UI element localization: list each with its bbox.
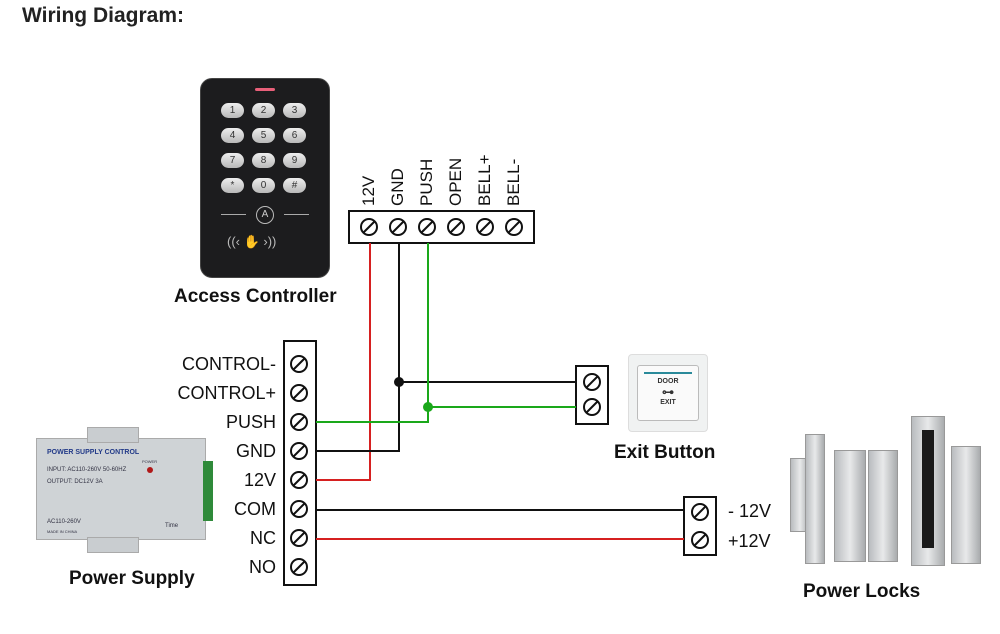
screw-slot: [292, 560, 306, 574]
ps-terminal-block: [283, 340, 317, 586]
lock-terminal-label-neg: - 12V: [728, 501, 772, 521]
power-supply-label: Power Supply: [69, 568, 195, 589]
keypad-key: 0: [252, 178, 275, 193]
power-supply-image: POWER SUPPLY CONTROL INPUT: AC110-260V 5…: [36, 427, 213, 553]
keypad-key: 7: [221, 153, 244, 168]
wire-push-green: [316, 243, 429, 423]
ps-terminal-label: 12V: [243, 470, 276, 490]
screw-slot: [693, 505, 707, 519]
junction-push: [423, 402, 433, 412]
keypad-key: 4: [221, 128, 244, 143]
screw-slot: [449, 220, 463, 234]
screw-slot: [478, 220, 492, 234]
ps-terminal-label: CONTROL-: [182, 354, 276, 374]
ps-terminal-label: PUSH: [225, 412, 276, 432]
junction-gnd: [394, 377, 404, 387]
power-led: [147, 467, 153, 473]
rfid-icon: ((‹ ✋ ›)): [227, 234, 277, 249]
ps-terminal-label: NO: [249, 557, 276, 577]
keypad-key: *: [221, 178, 244, 193]
access-controller-label: Access Controller: [174, 286, 337, 307]
screw-slot: [693, 533, 707, 547]
exit-button-label: Exit Button: [614, 442, 716, 463]
ps-terminal-label: COM: [234, 499, 276, 519]
keypad-key: #: [283, 178, 306, 193]
screw-slot: [362, 220, 376, 234]
wire-gnd-black: [316, 243, 400, 452]
terminal-block-green: [203, 461, 213, 521]
lock-terminal-label-pos: +12V: [728, 531, 771, 551]
keypad-key: 2: [252, 103, 275, 118]
exit-button-image: DOOR ⊶ EXIT: [628, 354, 708, 432]
screw-slot: [585, 375, 599, 389]
keypad-key: 8: [252, 153, 275, 168]
key-icon: ⊶: [662, 385, 674, 399]
status-led: [255, 88, 275, 91]
ps-terminal-label: NC: [250, 528, 276, 548]
screw-slot: [292, 502, 306, 516]
wire-12v-red: [316, 243, 371, 481]
screw-slot: [292, 444, 306, 458]
ps-terminal-label: CONTROL+: [177, 383, 276, 403]
ac-terminal-block: [348, 210, 535, 244]
bell-icon: A: [256, 206, 274, 224]
keypad-key: 5: [252, 128, 275, 143]
keypad-key: 9: [283, 153, 306, 168]
keypad-key: 1: [221, 103, 244, 118]
screw-slot: [292, 386, 306, 400]
screw-slot: [292, 415, 306, 429]
ps-terminal-label: GND: [236, 441, 276, 461]
screw-slot: [292, 357, 306, 371]
diagram-title: Wiring Diagram:: [22, 4, 184, 27]
screw-slot: [585, 400, 599, 414]
screw-slot: [420, 220, 434, 234]
keypad-key: 6: [283, 128, 306, 143]
power-locks-label: Power Locks: [803, 581, 921, 602]
screw-slot: [391, 220, 405, 234]
keypad-key: 3: [283, 103, 306, 118]
screw-slot: [292, 531, 306, 545]
screw-slot: [292, 473, 306, 487]
screw-slot: [507, 220, 521, 234]
